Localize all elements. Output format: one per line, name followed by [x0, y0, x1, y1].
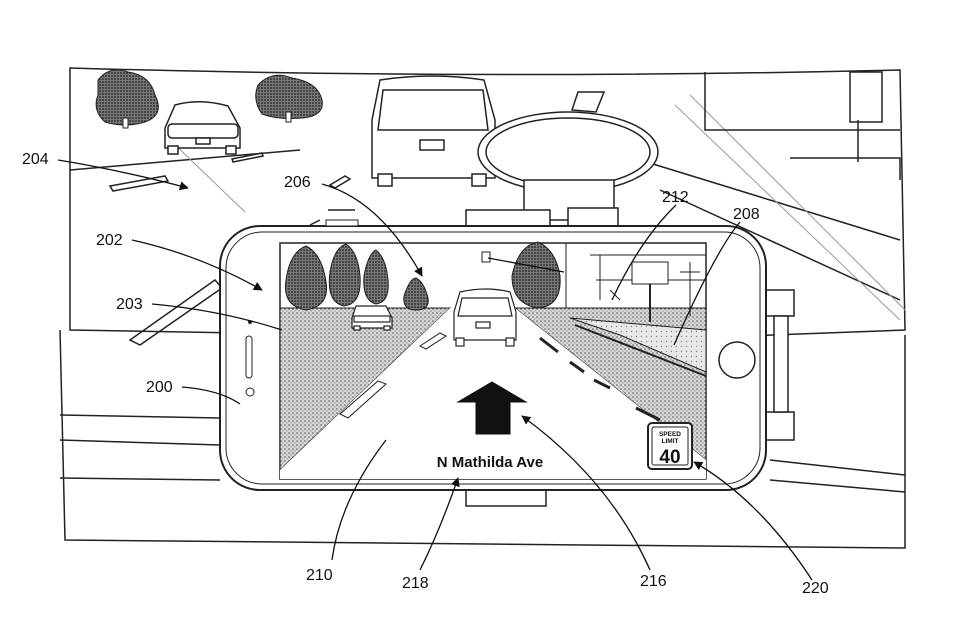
screen-lane-dash — [635, 406, 661, 422]
leader-screen-light — [487, 257, 565, 273]
screen-tree — [284, 241, 561, 311]
screen-light — [481, 251, 491, 263]
front-camera — [245, 387, 255, 397]
leader-210 — [331, 439, 387, 561]
speaker-slot — [245, 335, 253, 379]
leader-212 — [611, 204, 677, 301]
phone-screen: N Mathilda Ave SPEED LIMIT 40 — [279, 241, 707, 480]
leader-216 — [521, 415, 651, 571]
phone-mount — [465, 209, 795, 507]
leader-206 — [321, 183, 423, 277]
leader-200 — [181, 386, 241, 405]
screen-lane-dash — [418, 332, 448, 350]
ref-203: 203 — [116, 296, 143, 313]
reference-numerals: 204 206 202 203 200 212 208 210 218 216 … — [22, 151, 829, 597]
sidewalk-right — [790, 157, 901, 180]
nav-arrow-icon — [456, 381, 528, 435]
lane-dash — [108, 175, 170, 192]
phone-inner-edge — [225, 231, 761, 485]
glare-line — [674, 104, 901, 321]
speed-limit-label-line2: LIMIT — [662, 438, 679, 445]
screen-car-left — [351, 305, 393, 331]
screen-sidewalk — [569, 317, 707, 373]
screen-car-center — [453, 288, 517, 347]
speed-limit-sign: SPEED LIMIT 40 — [647, 422, 693, 470]
glare-line — [689, 94, 906, 311]
leader-203 — [151, 303, 283, 331]
ref-200: 200 — [146, 379, 173, 396]
screen-lane-dash — [539, 336, 559, 354]
ref-220: 220 — [802, 580, 829, 597]
dashboard — [59, 209, 906, 549]
ref-208: 208 — [733, 206, 760, 223]
leader-202 — [131, 239, 263, 291]
leader-208 — [673, 221, 741, 346]
outside-tree — [255, 74, 323, 123]
lane-dash — [231, 152, 264, 163]
screen-pole — [680, 262, 700, 316]
street-name: N Mathilda Ave — [437, 454, 543, 471]
ref-218: 218 — [402, 575, 429, 592]
road-sign — [849, 71, 883, 123]
screen-lane-dash — [339, 380, 387, 419]
screen-curb — [574, 324, 707, 377]
speed-limit-label-line1: SPEED — [659, 431, 681, 438]
outside-car-left — [164, 101, 241, 155]
road-right-edge — [639, 159, 901, 241]
home-button — [718, 341, 756, 379]
side-button — [325, 219, 359, 227]
outside-tree — [95, 69, 159, 129]
leader-218 — [419, 477, 460, 571]
lane-dash — [328, 175, 352, 189]
building — [704, 72, 900, 131]
ref-216: 216 — [640, 573, 667, 590]
leader-220 — [693, 461, 813, 581]
screen-traffic-sign — [631, 261, 669, 285]
screen-lane-dash — [593, 378, 611, 390]
screen-lane-dash — [569, 360, 585, 374]
leader-204 — [57, 159, 189, 191]
ref-210: 210 — [306, 567, 333, 584]
ref-204: 204 — [22, 151, 49, 168]
leader-lines — [57, 159, 813, 581]
ref-202: 202 — [96, 232, 123, 249]
glare-line — [169, 139, 246, 213]
speed-limit-value: 40 — [659, 447, 680, 468]
outside-car-center — [371, 75, 496, 187]
ref-206: 206 — [284, 174, 311, 191]
ref-212: 212 — [662, 189, 689, 206]
rearview-mirror — [477, 91, 659, 229]
